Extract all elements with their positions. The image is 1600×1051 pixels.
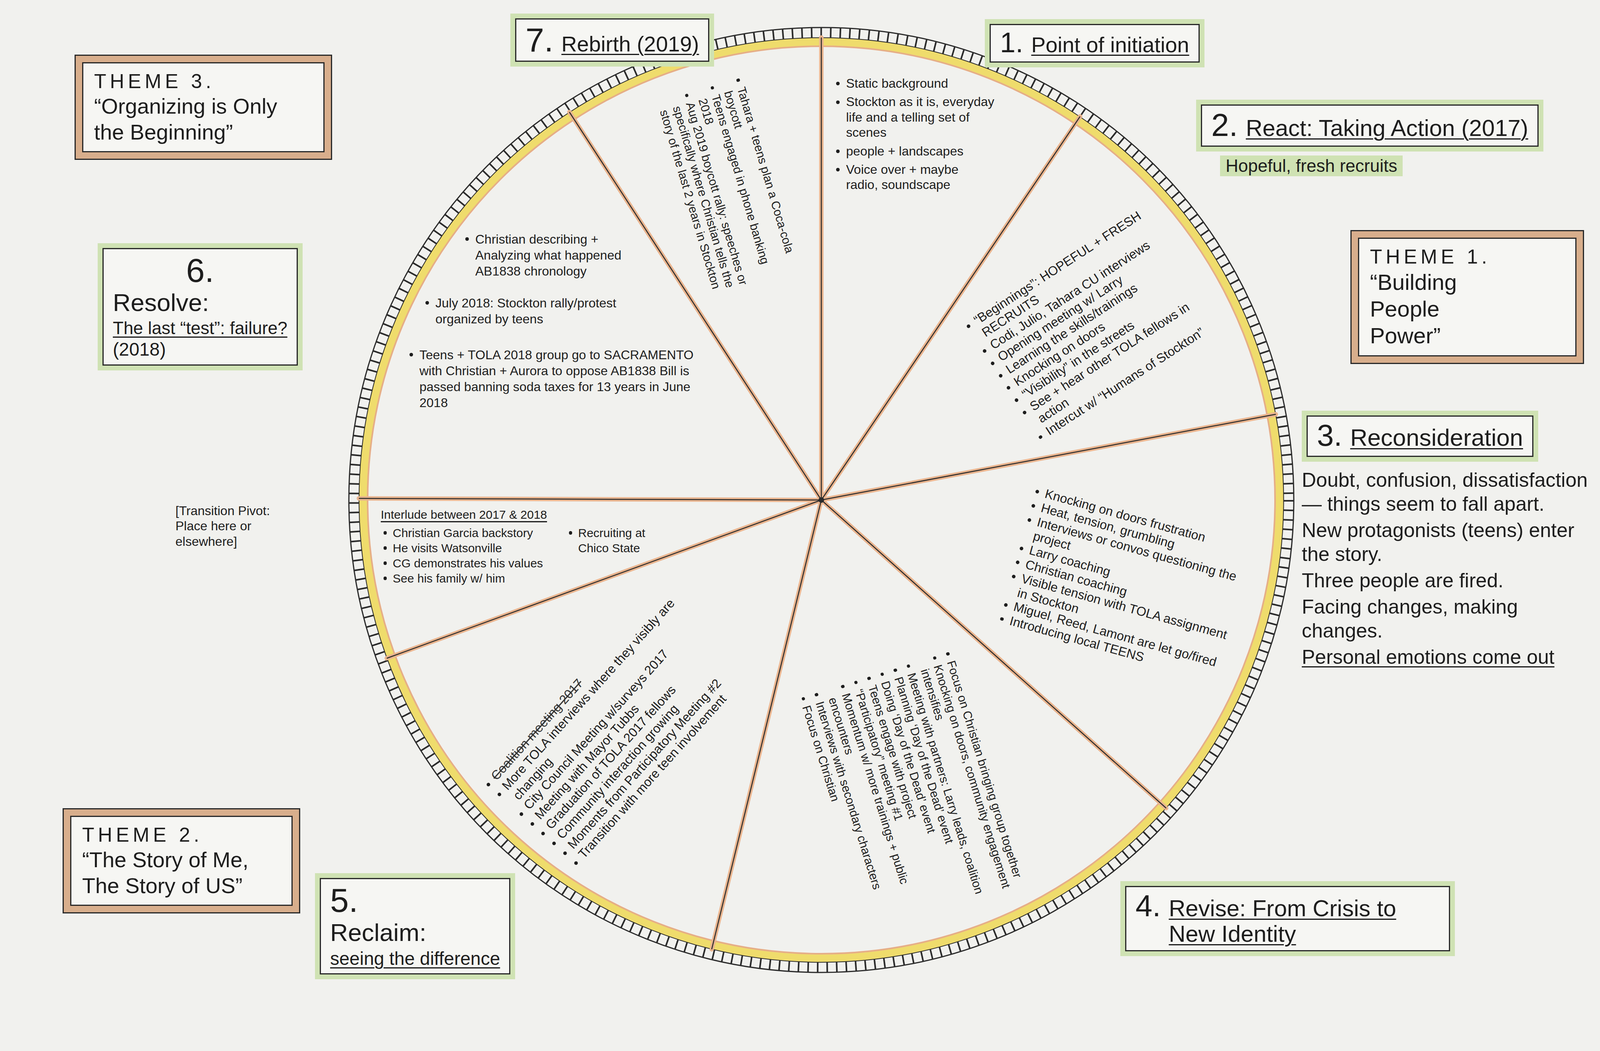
ring-outer-line bbox=[348, 27, 1294, 973]
step-title: seeing the difference bbox=[330, 947, 500, 970]
theme-box: THEME 3.“Organizing is Only the Beginnin… bbox=[75, 55, 331, 159]
step-title: 7. bbox=[525, 23, 554, 57]
note-text: See his family w/ him bbox=[380, 570, 569, 587]
step-title: Reclaim: bbox=[330, 917, 500, 948]
note-text: CG demonstrates his values bbox=[380, 555, 569, 571]
ring-mid-line bbox=[359, 37, 1284, 963]
step-title: React: Taking Action (2017) bbox=[1245, 114, 1529, 142]
step-frame: 7. Rebirth (2019) bbox=[510, 13, 715, 67]
step-box: 6.Resolve:The last “test”: failure?(2018… bbox=[97, 243, 303, 371]
step-title: Point of initiation bbox=[1031, 31, 1189, 58]
step-box: 2.React: Taking Action (2017) Hopeful, fr… bbox=[1196, 99, 1600, 177]
step-title: (2018) bbox=[112, 338, 288, 361]
theme-text: THEME 3. bbox=[94, 69, 313, 94]
note-text: Stockton as it is, everyday life and a t… bbox=[833, 94, 1013, 140]
theme-frame: THEME 3.“Organizing is Only the Beginnin… bbox=[75, 55, 331, 159]
step-title: 6. bbox=[112, 252, 288, 288]
theme-text: “Building People Power” bbox=[1369, 268, 1498, 350]
step-title: Personal emotions come out bbox=[1301, 645, 1589, 670]
note-text: Interlude between 2017 & 2018 bbox=[380, 507, 660, 523]
step-frame: 3.Reconsideration bbox=[1301, 410, 1539, 462]
theme-box: THEME 1.“Building People Power” bbox=[1351, 231, 1583, 363]
note-text: Static background bbox=[833, 75, 993, 91]
step-box: 4.Revise: From Crisis to New Identity bbox=[1120, 881, 1455, 957]
note-text: Recruiting at Chico State bbox=[566, 525, 666, 556]
wedge-region: Christian describing + Analyzing what ha… bbox=[406, 231, 710, 411]
step-title: 5. bbox=[330, 882, 500, 918]
step-title: Facing changes, making changes. bbox=[1301, 594, 1589, 643]
wedge-dividers bbox=[358, 37, 1276, 950]
step-title: New protagonists (teens) enter the story… bbox=[1301, 518, 1589, 567]
note-text: He visits Watsonville bbox=[380, 540, 569, 556]
step-box: 5.Reclaim:seeing the difference bbox=[314, 873, 516, 980]
wedge-region: Focus on Christian bringing group togeth… bbox=[795, 647, 1030, 941]
step-title: Three people are fired. bbox=[1301, 568, 1589, 593]
step-title: 3. bbox=[1316, 420, 1343, 451]
note-text: July 2018: Stockton rally/protest organi… bbox=[422, 295, 670, 327]
wedge-region: Coalition meeting 2017More TOLA intervie… bbox=[479, 580, 759, 871]
step-frame: 1. Point of initiation bbox=[984, 19, 1205, 68]
wedge-dividers-wash bbox=[358, 37, 1276, 950]
step-title: The last “test”: failure? bbox=[112, 317, 288, 339]
wedge-region: Static backgroundStockton as it is, ever… bbox=[833, 75, 1017, 193]
note-label: [Transition Pivot: Place here or elsewhe… bbox=[175, 503, 304, 550]
step-box: 7. Rebirth (2019) bbox=[510, 13, 715, 67]
step-title: Rebirth (2019) bbox=[561, 31, 699, 58]
wheel-center bbox=[818, 497, 825, 503]
theme-frame: THEME 1.“Building People Power” bbox=[1351, 231, 1583, 363]
note-text: Christian Garcia backstory bbox=[380, 525, 569, 541]
ring-hatching bbox=[354, 32, 1289, 968]
step-title: 2. bbox=[1211, 109, 1238, 142]
step-box: 3.ReconsiderationDoubt, confusion, dissa… bbox=[1301, 410, 1589, 670]
note-text: Teens + TOLA 2018 group go to SACRAMENTO… bbox=[406, 346, 706, 411]
note-text: people + landscapes bbox=[833, 143, 985, 159]
theme-frame: THEME 2.“The Story of Me, The Story of U… bbox=[63, 809, 300, 913]
step-frame: 4.Revise: From Crisis to New Identity bbox=[1120, 881, 1455, 957]
theme-text: “Organizing is Only the Beginning” bbox=[94, 93, 282, 146]
step-title: Resolve: bbox=[112, 287, 288, 318]
step-box: 1. Point of initiation bbox=[984, 19, 1205, 68]
step-title: Doubt, confusion, dissatisfaction — thin… bbox=[1301, 468, 1589, 516]
wedge-region: Knocking on doors frustrationHeat, tensi… bbox=[995, 482, 1258, 687]
wedge-region: “Beginnings”: HOPEFUL + FRESH RECRUITSCo… bbox=[960, 200, 1228, 446]
note-text: Voice over + maybe radio, soundscape bbox=[833, 161, 973, 193]
step-title: Revise: From Crisis to New Identity bbox=[1168, 895, 1440, 947]
step-title: 1. bbox=[999, 28, 1024, 57]
step-frame: 2.React: Taking Action (2017) bbox=[1196, 99, 1544, 152]
interlude-band: Interlude between 2017 & 2018Christian G… bbox=[380, 507, 740, 587]
wedge-region: Tahara + teens plan a Coca-cola boycottT… bbox=[654, 73, 806, 308]
theme-box: THEME 2.“The Story of Me, The Story of U… bbox=[63, 809, 300, 913]
theme-text: THEME 2. bbox=[82, 822, 281, 847]
step-title: Hopeful, fresh recruits bbox=[1220, 155, 1403, 177]
step-frame: 6.Resolve:The last “test”: failure?(2018… bbox=[97, 243, 303, 371]
step-title: Reconsideration bbox=[1350, 423, 1524, 453]
note-text: Christian describing + Analyzing what ha… bbox=[462, 231, 634, 280]
theme-text: THEME 1. bbox=[1369, 244, 1565, 269]
step-frame: 5.Reclaim:seeing the difference bbox=[314, 873, 516, 980]
step-title: 4. bbox=[1135, 890, 1161, 922]
theme-text: “The Story of Me, The Story of US” bbox=[82, 846, 274, 899]
